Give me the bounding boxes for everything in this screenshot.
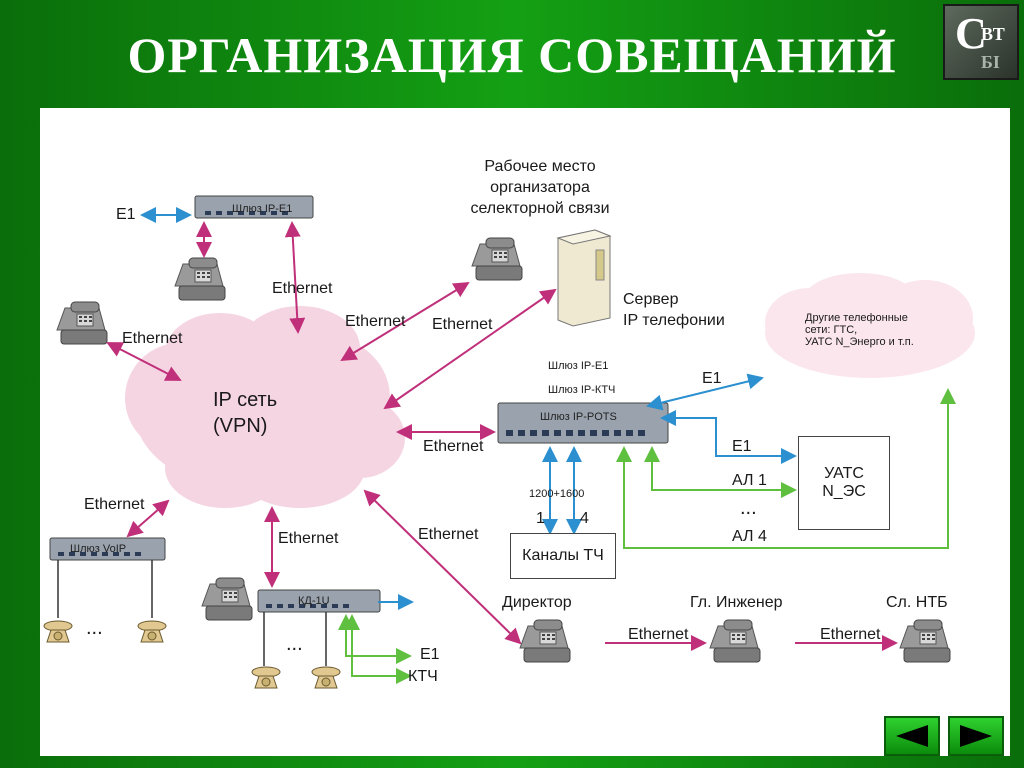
server-icon <box>556 229 612 327</box>
gateway-ip-ktch-label: Шлюз IP-КТЧ <box>548 384 616 396</box>
analog-phone-icon-1 <box>43 620 73 643</box>
uats-dots-label: ... <box>740 497 757 519</box>
ethernet-server-label: Ethernet <box>432 316 493 333</box>
ethernet-kd-label: Ethernet <box>278 530 339 547</box>
kd-analog-phone-icon-1 <box>251 666 281 689</box>
server-label-1: Сервер <box>623 291 679 308</box>
director-phone-icon <box>519 619 571 663</box>
e1-right-label: E1 <box>702 370 722 387</box>
chief-engineer-label: Гл. Инженер <box>690 594 783 611</box>
e1-uats-label: E1 <box>732 438 752 455</box>
logo-letter-c: С <box>955 9 987 58</box>
server-label-2: IP телефонии <box>623 312 725 329</box>
director-label: Директор <box>502 594 572 611</box>
uats-box: УАТС N_ЭС <box>798 436 890 530</box>
arrow-right-icon <box>960 725 992 747</box>
ethernet-gateway-label: Ethernet <box>423 438 484 455</box>
ethernet-director-label: Ethernet <box>418 526 479 543</box>
gateway-ip-pots-label: Шлюз IP-POTS <box>540 411 617 423</box>
ethernet-voip-label: Ethernet <box>84 496 145 513</box>
logo-letters-top: ВТ <box>981 24 1005 44</box>
phone-top-icon <box>174 257 226 301</box>
diagram-panel: IP сеть (VPN) Рабочее место организатора… <box>40 108 1010 756</box>
uats-label-1: УАТС <box>824 465 864 482</box>
other-networks-cloud <box>765 273 975 378</box>
ethernet-workstation-label: Ethernet <box>345 313 406 330</box>
arrow-left-icon <box>896 725 928 747</box>
workstation-label-1: Рабочее место <box>484 158 596 175</box>
ip-network-label-2: (VPN) <box>213 415 268 437</box>
slide-title: ОРГАНИЗАЦИЯ СОВЕЩАНИЙ <box>127 27 897 83</box>
ethernet-left-phone-label: Ethernet <box>122 330 183 347</box>
kd-1u-label: КД-1U <box>298 595 330 607</box>
ethernet-gateway-e1-label: Ethernet <box>272 280 333 297</box>
al1-label: АЛ 1 <box>732 472 767 489</box>
previous-slide-button[interactable] <box>884 716 940 756</box>
workstation-label-2: организатора <box>490 179 590 196</box>
uats-label-2: N_ЭС <box>822 483 866 500</box>
e1-top-label: E1 <box>116 206 136 223</box>
ethernet-director-engineer-label: Ethernet <box>628 626 689 643</box>
ip-cloud <box>125 306 405 508</box>
frequency-label: 1200+1600 <box>529 488 585 500</box>
logo: С ВТ БІ <box>943 4 1019 80</box>
voip-dots-label: ... <box>86 617 103 639</box>
kd-dots-label: ... <box>286 633 303 655</box>
ip-network-label-1: IP сеть <box>213 389 278 411</box>
ntb-phone-icon <box>899 619 951 663</box>
channel-1-label: 1 <box>536 510 545 527</box>
e1-kd-label: E1 <box>420 646 440 663</box>
kd-phone-icon <box>201 577 253 621</box>
analog-phone-icon-2 <box>137 620 167 643</box>
ethernet-engineer-ntb-label: Ethernet <box>820 626 881 643</box>
other-networks-label-2: сети: ГТС, <box>805 324 858 336</box>
ktch-label: КТЧ <box>408 668 438 685</box>
ntb-label: Сл. НТБ <box>886 594 948 611</box>
other-networks-label-1: Другие телефонные <box>805 312 908 324</box>
gateway-ip-e1-label: Шлюз IP-E1 <box>548 360 609 372</box>
channel-4-label: 4 <box>580 510 589 527</box>
gateway-ip-e1-top-label: Шлюз IP-E1 <box>232 203 293 215</box>
al4-label: АЛ 4 <box>732 528 767 545</box>
other-networks-label-3: УАТС N_Энерго и т.п. <box>805 336 914 348</box>
workstation-phone-icon <box>471 237 523 281</box>
chief-engineer-phone-icon <box>709 619 761 663</box>
gateway-voip-label: Шлюз VoIP <box>70 543 127 555</box>
network-diagram <box>43 195 975 689</box>
logo-letters-bottom: БІ <box>981 52 1000 72</box>
next-slide-button[interactable] <box>948 716 1004 756</box>
workstation-label-3: селекторной связи <box>470 200 610 217</box>
channels-box: Каналы ТЧ <box>510 533 616 579</box>
phone-left-icon <box>56 301 108 345</box>
kd-analog-phone-icon-2 <box>311 666 341 689</box>
